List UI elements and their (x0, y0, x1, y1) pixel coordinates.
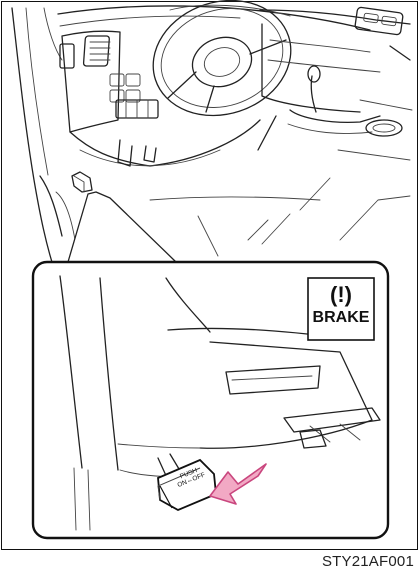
callout-pointer (68, 192, 176, 262)
brake-label: BRAKE (308, 308, 374, 328)
figure-caption: STY21AF001 (322, 553, 414, 570)
upper-cabin-scene (12, 0, 412, 275)
brake-indicator: (!) BRAKE (308, 280, 374, 340)
brake-symbol: (!) (308, 282, 374, 308)
